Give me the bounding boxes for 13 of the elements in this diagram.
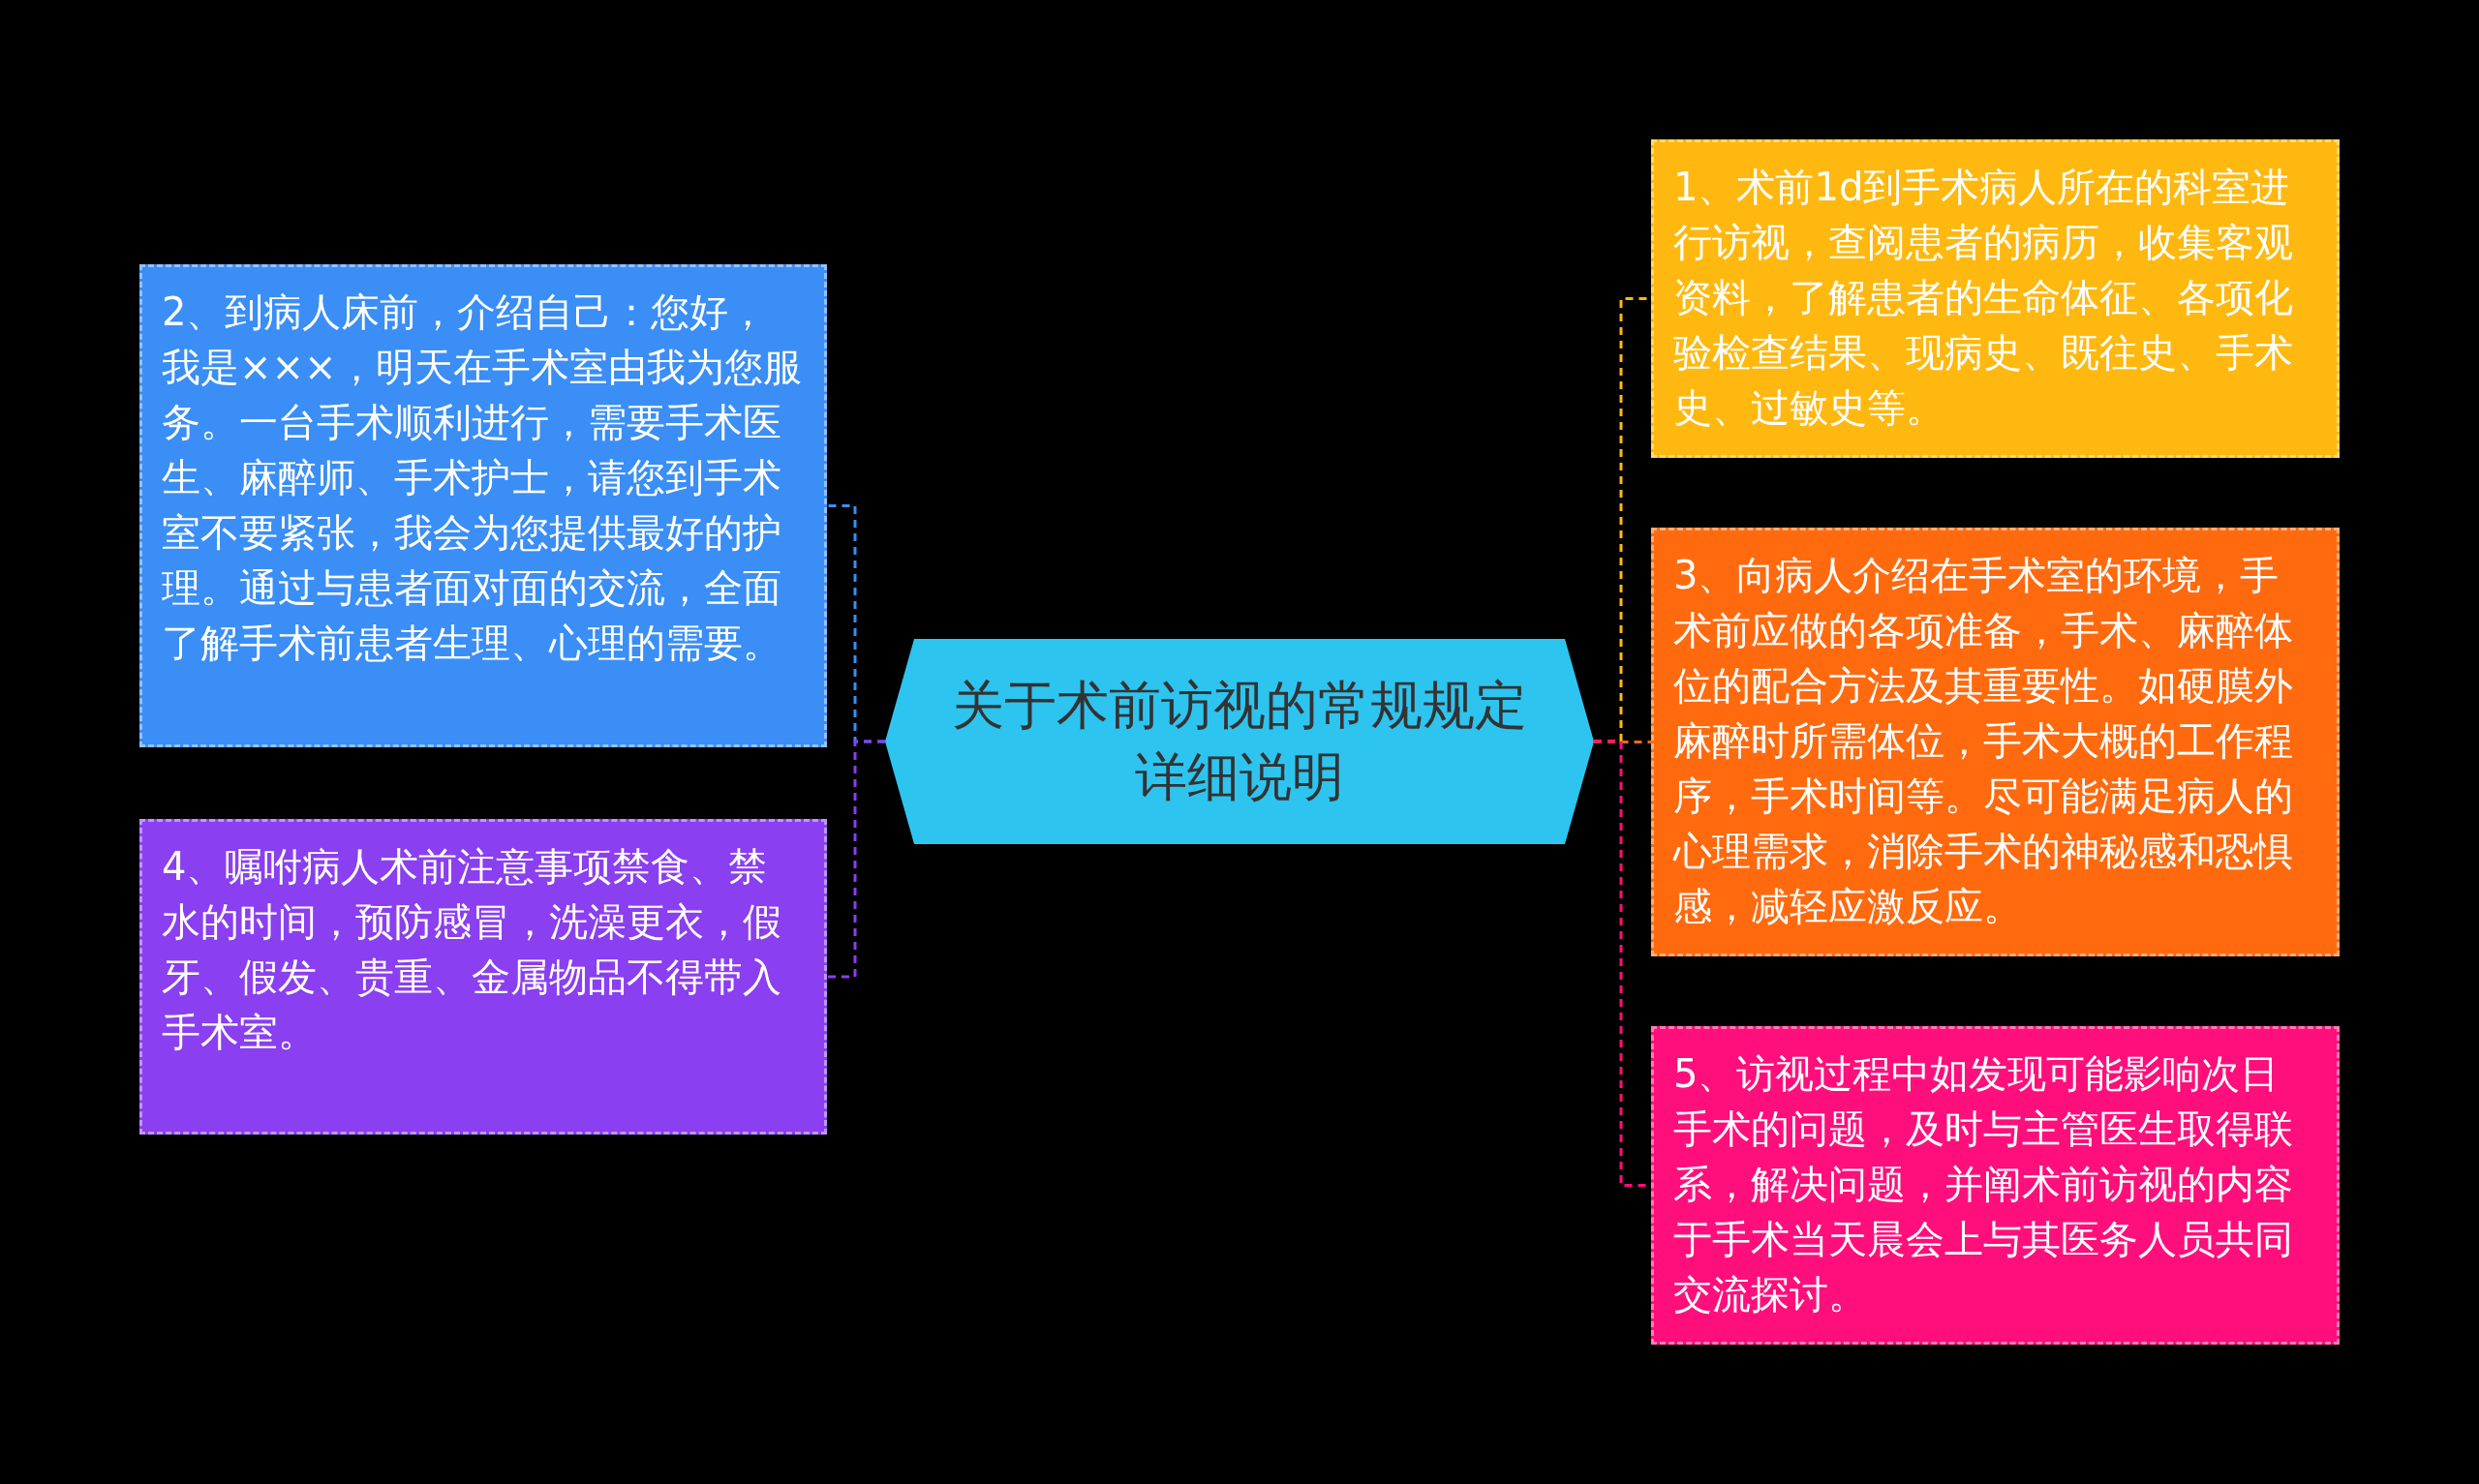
topic-text: 5、访视过程中如发现可能影响次日手术的问题，及时与主管医生取得联系，解决问题，并阐术前访视的内容于手术当天晨会上与其医务人员共同交流探讨。 <box>1673 1051 2293 1317</box>
topic-text: 4、嘱咐病人术前注意事项禁食、禁水的时间，预防感冒，洗澡更衣，假牙、假发、贵重、金属物品不得带入手术室。 <box>162 844 781 1054</box>
topic-text: 3、向病人介绍在手术室的环境，手术前应做的各项准备，手术、麻醉体位的配合方法及其重要性。如硬膜外麻醉时所需体位，手术大概的工作程序，手术时间等。尽可能满足病人的心理需求，消除手术的神秘感和恐惧感，减轻应激反应。 <box>1673 553 2293 928</box>
topic-text: 1、术前1d到手术病人所在的科室进行访视，查阅患者的病历，收集客观资料，了解患者的生命体征、各项化验检查结果、现病史、既往史、手术史、过敏史等。 <box>1673 165 2293 430</box>
topic-text: 2、到病人床前，介绍自己：您好，我是×××，明天在手术室由我为您服务。一台手术顺利进行，需要手术医生、麻醉师、手术护士，请您到手术室不要紧张，我会为您提供最好的护理。通过与患者面对面的交流，全面了解手术前患者生理、心理的需要。 <box>162 289 802 665</box>
topic-box <box>139 264 827 747</box>
topic-text: 关于术前访视的常规规定详细说明 <box>951 674 1528 809</box>
topic-box <box>1651 528 2340 956</box>
topic-box <box>1651 139 2340 458</box>
connector-line <box>827 740 885 979</box>
central-topic-hexagon <box>885 639 1594 844</box>
topic-box <box>1651 1026 2340 1345</box>
topic-box <box>139 819 827 1135</box>
